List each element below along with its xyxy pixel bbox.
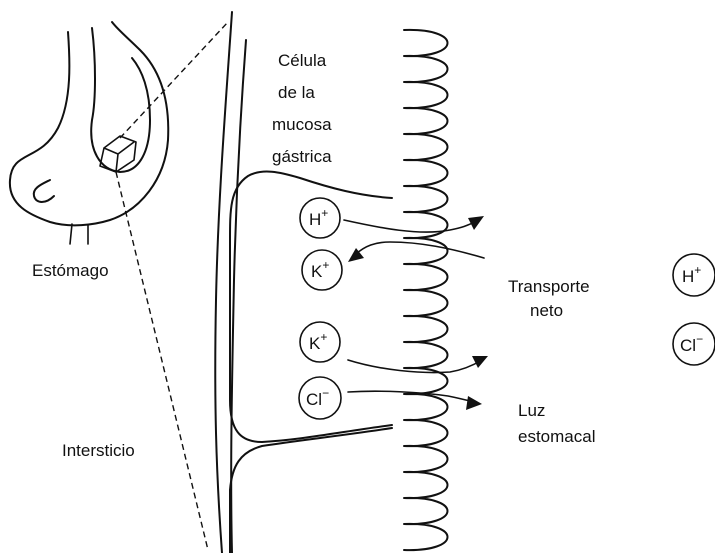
k-exit-arrowhead xyxy=(472,356,488,368)
ion-cl-net: Cl− xyxy=(673,323,715,365)
ion-k-cell-bottom-symbol: K xyxy=(309,334,321,353)
cl-exit-arrow xyxy=(348,391,474,402)
ion-k-cell-top-symbol: K xyxy=(311,262,323,281)
ion-k-cell-bottom-charge: + xyxy=(320,330,327,344)
lumen-label: Luz estomacal xyxy=(518,401,595,446)
stomach-label: Estómago xyxy=(32,261,109,280)
ion-h-net-symbol: H xyxy=(682,267,694,286)
cell-label-line-3: mucosa xyxy=(272,115,332,134)
net-transport-label: Transporte neto xyxy=(508,277,590,320)
h-exit-arrow xyxy=(344,220,478,232)
k-entry-arrow xyxy=(356,242,484,258)
cell-label: Célula de la mucosa gástrica xyxy=(272,51,332,166)
ion-k-cell-bottom: K+ xyxy=(300,322,340,362)
lumen-label-line-2: estomacal xyxy=(518,427,595,446)
ion-h-cell-charge: + xyxy=(321,206,328,220)
stomach-illustration xyxy=(10,22,168,244)
interstitium-label: Intersticio xyxy=(62,441,135,460)
ion-h-net: H+ xyxy=(673,254,715,296)
ion-cl-net-symbol: Cl xyxy=(680,336,696,355)
ion-h-cell-symbol: H xyxy=(309,210,321,229)
lumen-label-line-1: Luz xyxy=(518,401,545,420)
cell-label-line-2: de la xyxy=(278,83,315,102)
k-exit-arrow xyxy=(348,360,482,373)
interstitium-boundary-right xyxy=(231,40,246,553)
ion-cl-cell-symbol: Cl xyxy=(306,390,322,409)
microvilli-membrane xyxy=(404,30,448,550)
stomach-duodenum xyxy=(70,224,88,244)
cl-exit-arrowhead xyxy=(466,396,482,410)
lower-cell-membrane xyxy=(230,428,392,553)
ion-cl-cell-charge: − xyxy=(322,386,329,400)
ion-cl-cell: Cl− xyxy=(299,377,341,419)
zoom-line-top xyxy=(120,22,228,138)
h-exit-arrowhead xyxy=(468,216,484,230)
ion-cl-net-charge: − xyxy=(696,332,703,346)
cell-label-line-1: Célula xyxy=(278,51,327,70)
net-transport-label-line-2: neto xyxy=(530,301,563,320)
zoom-line-bottom xyxy=(116,172,208,550)
net-transport-label-line-1: Transporte xyxy=(508,277,590,296)
ion-h-net-charge: + xyxy=(694,263,701,277)
ion-k-cell-top: K+ xyxy=(302,250,342,290)
cell-label-line-4: gástrica xyxy=(272,147,332,166)
stomach-inner-wall xyxy=(91,28,150,172)
ion-k-cell-top-charge: + xyxy=(322,258,329,272)
stomach-pylorus xyxy=(34,180,54,202)
ion-h-cell: H+ xyxy=(300,198,340,238)
